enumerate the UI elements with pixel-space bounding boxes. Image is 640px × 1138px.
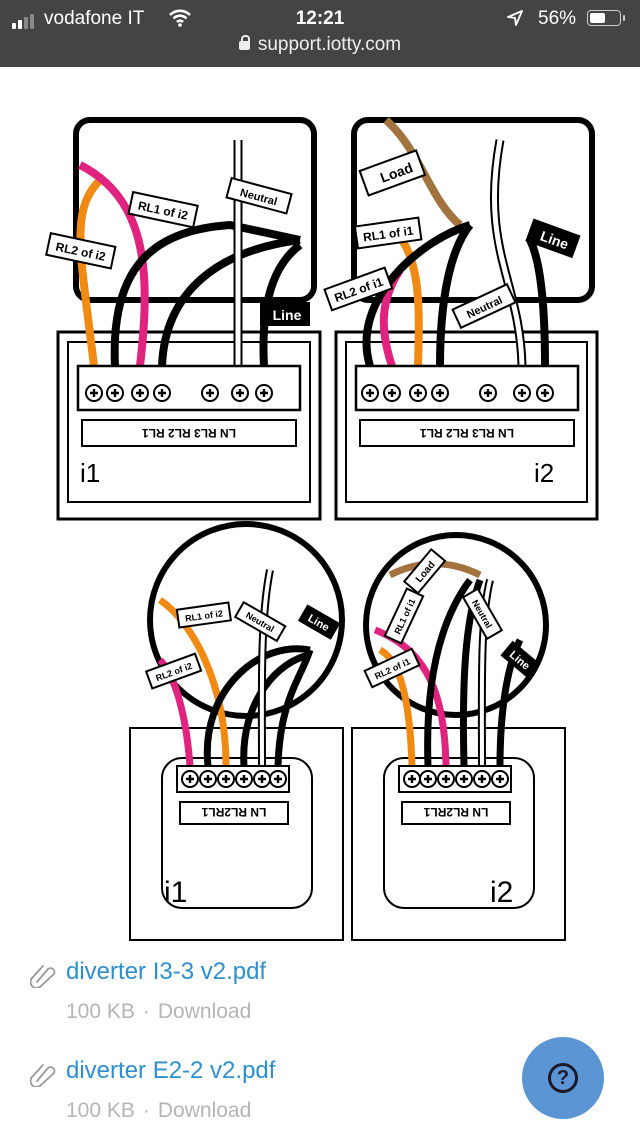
diagram-panel-i1-2ch: LN RL2RL1 i1 RL1 of i2 RL2 of i2 Neutral… <box>129 521 345 941</box>
lock-icon <box>238 35 250 50</box>
battery-percent: 56% <box>538 8 577 29</box>
wiring-diagram: LN RL3 RL2 RL1 i1 RL1 of i2 RL2 of i2 Ne… <box>45 117 599 941</box>
terminal-label: LN RL2RL1 <box>423 805 488 819</box>
diagram-panel-i1-3ch: LN RL3 RL2 RL1 i1 RL1 of i2 RL2 of i2 Ne… <box>45 117 322 521</box>
download-link[interactable]: Download <box>157 1099 252 1122</box>
paperclip-icon <box>30 965 56 988</box>
separator: · <box>142 1000 150 1023</box>
device-label-i2: i2 <box>534 458 554 488</box>
diagram-panel-i2-2ch: LN RL2RL1 i2 Load RL1 of i1 RL2 of i1 Ne… <box>351 532 566 941</box>
device-label-i1: i1 <box>164 876 187 909</box>
download-link[interactable]: Download <box>157 1000 252 1023</box>
diagram-panel-i2-3ch: LN RL3 RL2 RL1 i2 Load RL1 of i1 RL2 of … <box>323 117 599 521</box>
terminal-label: LN RL3 RL2 RL1 <box>420 426 514 440</box>
status-bar: vodafone IT 12:21 56% support.iotty.com <box>0 0 640 67</box>
separator: · <box>142 1099 150 1122</box>
help-button[interactable]: ? <box>522 1037 604 1119</box>
question-icon: ? <box>548 1063 578 1093</box>
location-arrow-icon <box>507 10 523 26</box>
battery-icon <box>587 10 625 26</box>
signal-icon <box>12 14 34 29</box>
terminal-label: LN RL3 RL2 RL1 <box>142 426 236 440</box>
attachment-link[interactable]: diverter I3-3 v2.pdf <box>66 958 267 985</box>
device-label-i1: i1 <box>80 458 100 488</box>
address-bar[interactable]: support.iotty.com <box>0 34 640 56</box>
carrier-name: vodafone IT <box>44 8 145 29</box>
url-text: support.iotty.com <box>257 34 402 55</box>
file-size: 100 KB <box>66 1000 135 1023</box>
clock: 12:21 <box>295 8 345 29</box>
device-label-i2: i2 <box>490 876 513 909</box>
attachment-link[interactable]: diverter E2-2 v2.pdf <box>66 1057 276 1084</box>
wifi-icon <box>169 9 191 27</box>
file-size: 100 KB <box>66 1099 135 1122</box>
terminal-label: LN RL2RL1 <box>201 805 266 819</box>
paperclip-icon <box>30 1064 56 1087</box>
tag-line: Line <box>273 307 302 323</box>
